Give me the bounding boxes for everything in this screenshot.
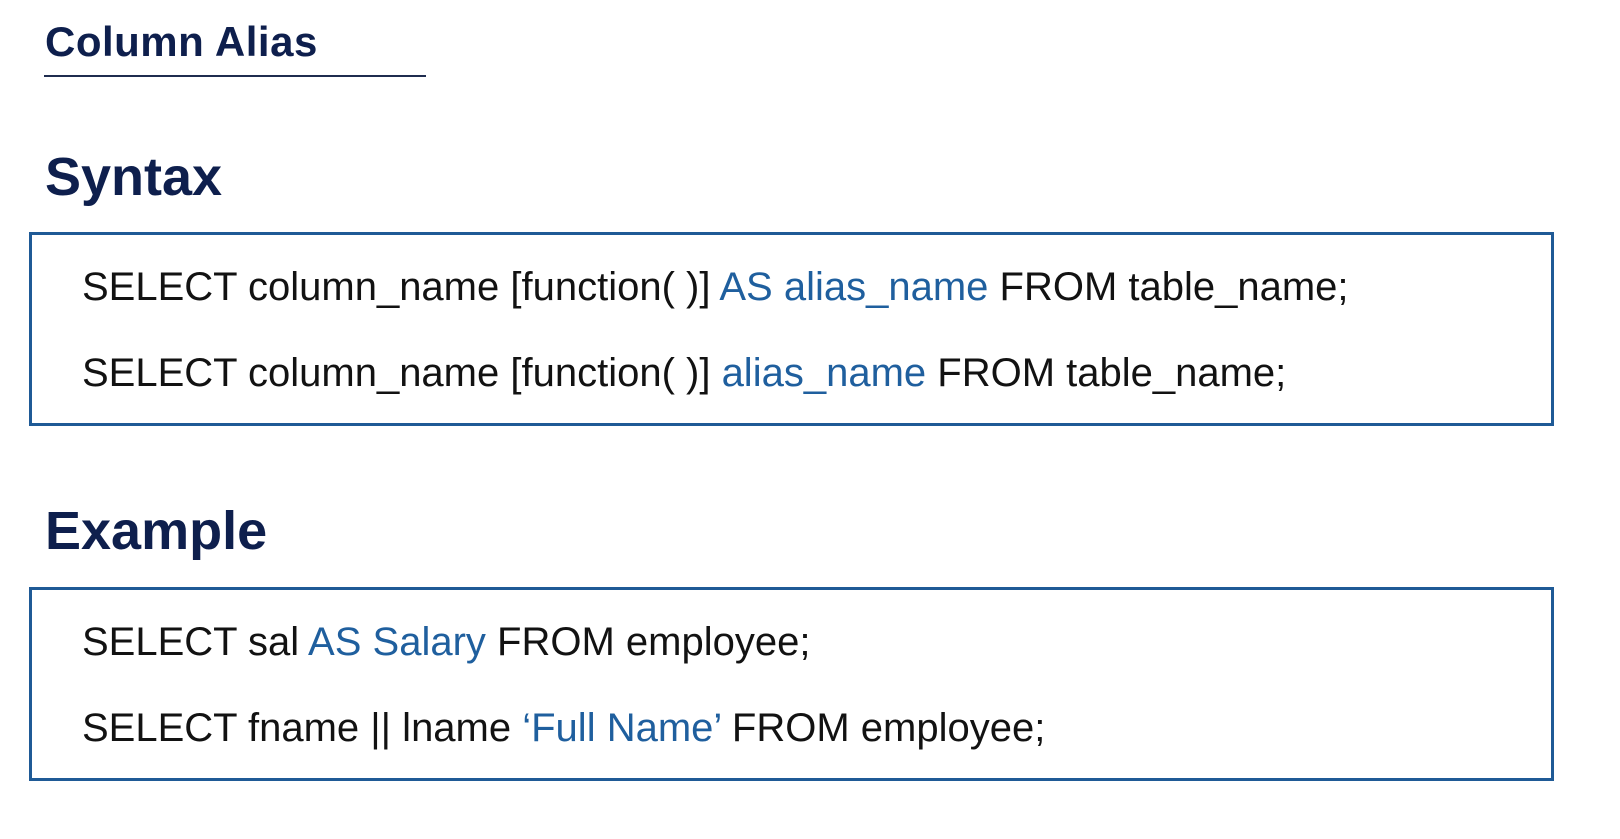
code-text: FROM employee;	[720, 706, 1046, 750]
code-text: SELECT column_name [function( )]	[82, 351, 722, 395]
title-underline	[44, 75, 426, 77]
code-text: SELECT fname || lname	[82, 706, 523, 750]
example-heading: Example	[45, 501, 268, 561]
syntax-line-2: SELECT column_name [function( )] alias_n…	[82, 351, 1286, 396]
syntax-line-1: SELECT column_name [function( )] AS alia…	[82, 265, 1349, 310]
example-line-1: SELECT sal AS Salary FROM employee;	[82, 620, 810, 665]
slide-title: Column Alias	[45, 18, 318, 65]
example-line-2: SELECT fname || lname ‘Full Name’ FROM e…	[82, 706, 1045, 751]
alias-text: alias_name	[721, 351, 927, 395]
code-text: SELECT column_name [function( )]	[82, 265, 720, 309]
code-text: SELECT sal	[82, 620, 309, 664]
alias-text: AS Salary	[308, 620, 486, 664]
example-code-box: SELECT sal AS Salary FROM employee; SELE…	[29, 587, 1554, 781]
code-text: FROM employee;	[485, 620, 811, 664]
code-text: FROM table_name;	[926, 351, 1287, 395]
syntax-heading: Syntax	[45, 147, 223, 207]
code-text: FROM table_name;	[988, 265, 1349, 309]
alias-text: ‘Full Name’	[522, 706, 721, 750]
syntax-code-box: SELECT column_name [function( )] AS alia…	[29, 232, 1554, 426]
alias-text: AS alias_name	[719, 265, 989, 309]
